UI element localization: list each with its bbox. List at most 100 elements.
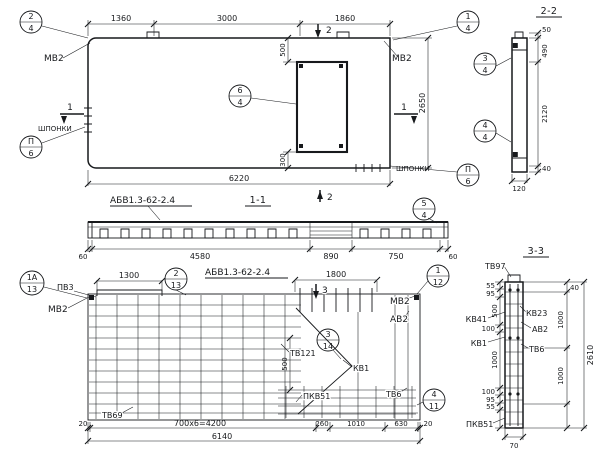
top-hook-bars [299, 288, 373, 312]
elev-dim-lines [88, 279, 420, 442]
callout-num: 3 [325, 330, 330, 339]
label-mv2-right: МВ2 [392, 54, 412, 64]
tv97-hairpin [507, 274, 521, 282]
section-stubs [60, 24, 418, 202]
section-mark-2-top: 2 [326, 26, 332, 36]
callout-den: 13 [27, 285, 37, 294]
strip-stirrups [505, 291, 523, 425]
dim-1300: 1300 [119, 271, 139, 280]
dim-300-bottom: 300 [279, 153, 287, 166]
label-tv121: ТВ121 [289, 349, 316, 358]
callout-den: 6 [28, 149, 33, 158]
elev-embeds [89, 295, 419, 300]
dim-55-top: 55 [486, 282, 495, 290]
section-1-1: АБВ1.3-62-2.4 1-1 60 4580 890 750 60 5 4 [79, 195, 458, 261]
mesh-verticals [95, 295, 286, 419]
dim-3000: 3000 [217, 14, 237, 23]
section-2-2: 2-2 50 490 2120 40 120 3 4 4 4 [473, 6, 562, 193]
dim-95-top: 95 [486, 290, 495, 298]
dim-700x6: 700х6=4200 [174, 419, 226, 428]
callout-1-12: 1 12 [426, 264, 450, 288]
callout-num: 1А [27, 273, 38, 282]
dim-4580: 4580 [190, 252, 210, 261]
dim-40-right: 40 [570, 284, 579, 292]
callout-3-4: 3 4 [473, 52, 497, 76]
plan-outline [87, 37, 391, 169]
dim-1360: 1360 [111, 14, 131, 23]
dim-500-33: 500 [491, 304, 499, 317]
label-kv23: КВ23 [526, 309, 547, 318]
sec33-leaders [487, 265, 532, 424]
bar-dot [508, 288, 512, 292]
section-mark-1-left: 1 [67, 103, 73, 113]
label-pkv51: ПКВ51 [303, 392, 330, 401]
callout-2-13: 2 13 [164, 267, 188, 291]
strip-rebar-verticals [509, 284, 519, 426]
label-pkv51-33: ПКВ51 [466, 420, 493, 429]
dim-60-left: 60 [79, 253, 88, 261]
sec33-dim-lines [499, 282, 585, 438]
sec22-dim-lines [512, 33, 539, 182]
dim-1000-right-b: 1000 [557, 367, 565, 385]
plan-dim-lines [88, 23, 429, 185]
dim-500-vert: 500 [281, 357, 289, 370]
dim-1860: 1860 [335, 14, 355, 23]
sec22-dim-ticks [508, 29, 542, 185]
dim-2120: 2120 [541, 105, 549, 123]
label-kv41: КВ41 [466, 315, 487, 324]
section-mark-1-right: 1 [401, 103, 407, 113]
callout-num: 2 [173, 269, 178, 278]
section-strip [511, 37, 528, 173]
callout-den: 4 [465, 24, 470, 33]
dim-60-right: 60 [449, 253, 458, 261]
callout-1-4: 1 4 [456, 10, 480, 34]
elev-extension-lines [87, 280, 421, 444]
dim-6140: 6140 [212, 432, 232, 441]
dim-490: 490 [541, 44, 549, 57]
label-mv2-right-elev: МВ2 [390, 297, 410, 307]
dim-2610: 2610 [586, 345, 595, 365]
dim-55-bottom: 55 [486, 403, 495, 411]
rebar-elevation: 1300 АБВ1.3-62-2.4 1800 500 ПВ3 МВ2 МВ2 … [19, 264, 450, 445]
bar-dot [516, 288, 520, 292]
callout-6-4: 6 4 [228, 84, 252, 108]
callout-den: 14 [323, 342, 333, 351]
loop-side [514, 31, 524, 38]
callout-den: 4 [482, 133, 487, 142]
callout-num: П [28, 137, 34, 146]
lifting-loops [146, 31, 350, 38]
sec33-extension-lines [495, 281, 587, 440]
dim-1000-right-a: 1000 [557, 311, 565, 329]
callout-num: 2 [28, 12, 33, 21]
mesh-horizontals [89, 304, 418, 414]
bar-dot [516, 392, 520, 396]
plan-dim-ticks [84, 20, 432, 188]
dim-2650: 2650 [418, 93, 427, 113]
section-33-strip [504, 281, 524, 429]
label-tv6: ТВ6 [385, 390, 401, 399]
callout-den: 4 [421, 211, 426, 220]
label-shponki-left: ШПОНКИ [38, 125, 72, 133]
label-mv2-left: МВ2 [44, 54, 64, 64]
callout-den: 4 [237, 98, 242, 107]
callout-2-4: 2 4 [19, 10, 43, 34]
bottom-mesh [278, 386, 416, 418]
dim-40: 40 [542, 165, 551, 173]
mark-abv-label-2: АБВ1.3-62-2.4 [205, 268, 270, 278]
plan-opening [295, 60, 349, 154]
mark-abv-label: АБВ1.3-62-2.4 [110, 196, 175, 206]
dim-1000-left: 1000 [491, 351, 499, 369]
callout-den: 11 [429, 402, 439, 411]
callout-num: 1 [435, 266, 440, 275]
callout-key-left: П 6 [19, 135, 43, 159]
section-1-1-title: 1-1 [250, 195, 267, 206]
callout-4-4: 4 4 [473, 119, 497, 143]
callout-den: 12 [433, 278, 443, 287]
section-3-3: 3-3 55 95 500 100 1000 100 95 55 40 1000… [464, 246, 595, 450]
callout-4-11: 4 11 [422, 388, 446, 412]
sec33-dim-ticks [496, 278, 588, 441]
callout-den: 6 [465, 177, 470, 186]
elev-dim-ticks [84, 276, 424, 445]
